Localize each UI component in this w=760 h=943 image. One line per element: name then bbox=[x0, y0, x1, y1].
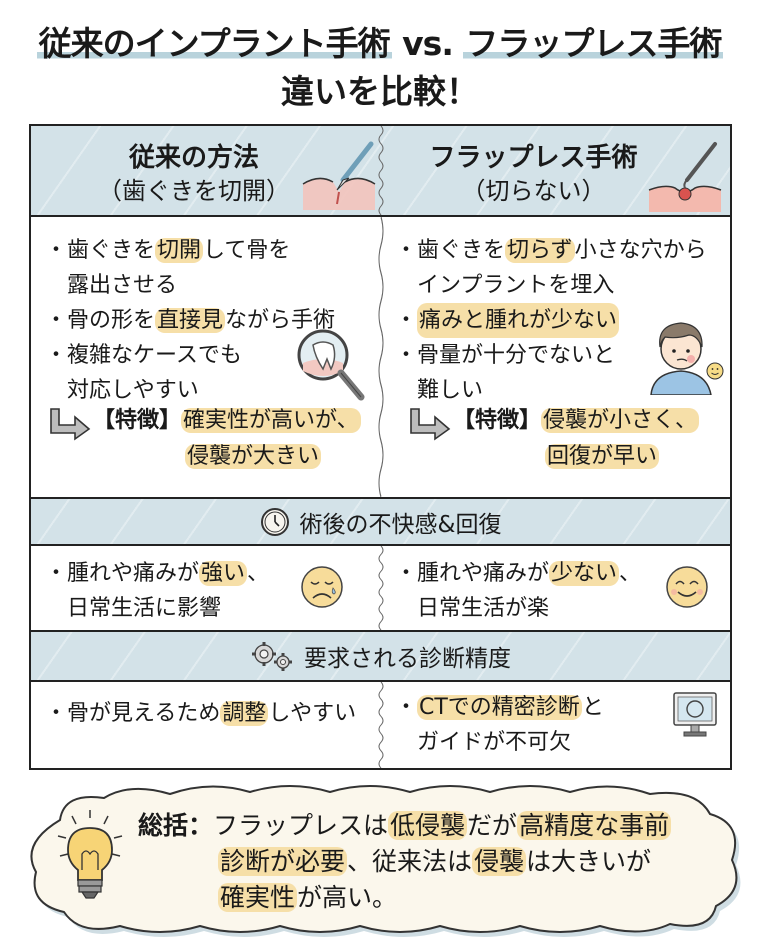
feature-summary: 【特徴】確実性が高いが、 侵襲が大きい bbox=[93, 408, 361, 469]
smile-face-icon bbox=[666, 566, 708, 608]
column-divider bbox=[377, 217, 385, 497]
bullet-item-continuation: 日常生活に影響 bbox=[67, 596, 222, 621]
bullet-item: ・歯ぐきを切開して骨を bbox=[45, 238, 291, 263]
column-divider bbox=[377, 546, 385, 630]
feature-label: 【特徴】 bbox=[93, 408, 182, 433]
smiling-person-icon bbox=[650, 322, 724, 395]
recovery-row: ・腫れや痛みが強い、 日常生活に影響 ・腫れや痛みが少ない、 日常生活が楽 bbox=[31, 546, 730, 632]
gears-icon bbox=[252, 642, 292, 671]
column-header-row: 従来の方法 （歯ぐきを切開） フラップレス手術 （切らない） bbox=[31, 126, 730, 217]
bullet-item-continuation: 難しい bbox=[417, 378, 484, 403]
title-subtitle: 違いを比較！ bbox=[281, 72, 479, 111]
column-subtitle: （切らない） bbox=[461, 177, 606, 205]
section-title: 術後の不快感&回復 bbox=[299, 511, 502, 538]
bullet-item-continuation: 日常生活が楽 bbox=[417, 596, 550, 621]
title-flapless: フラップレス手術 bbox=[463, 24, 724, 63]
bullet-item: ・骨が見えるため調整しやすい bbox=[45, 701, 357, 726]
page-title: 従来のインプラント手術 vs. フラップレス手術 違いを比較！ bbox=[0, 22, 760, 114]
title-conventional: 従来のインプラント手術 bbox=[36, 24, 392, 63]
diagnosis-flapless: ・CTでの精密診断と ガイドが不可欠 bbox=[381, 682, 730, 768]
recovery-conventional: ・腫れや痛みが強い、 日常生活に影響 bbox=[31, 546, 381, 630]
column-title: 従来の方法 bbox=[128, 143, 259, 173]
bullet-item-continuation: インプラントを埋入 bbox=[417, 273, 615, 298]
feature-summary: 【特徴】侵襲が小さく、 回復が早い bbox=[453, 408, 700, 469]
title-vs: vs. bbox=[391, 24, 464, 63]
column-divider bbox=[377, 126, 385, 215]
probe-gum-icon bbox=[648, 142, 722, 212]
comparison-table: 従来の方法 （歯ぐきを切開） フラップレス手術 （切らない） bbox=[29, 124, 732, 770]
monitor-icon bbox=[673, 692, 717, 737]
column-divider bbox=[377, 682, 385, 768]
diagnosis-conventional: ・骨が見えるため調整しやすい bbox=[31, 682, 381, 768]
details-conventional: ・歯ぐきを切開して骨を 露出させる ・骨の形を直接見ながら手術 ・複雑なケースで… bbox=[31, 217, 381, 497]
bullet-list: ・歯ぐきを切開して骨を 露出させる ・骨の形を直接見ながら手術 ・複雑なケースで… bbox=[45, 233, 335, 408]
bullet-item: ・複雑なケースでも bbox=[45, 343, 242, 368]
details-flapless: ・歯ぐきを切らず小さな穴から インプラントを埋入 ・痛みと腫れが少ない ・骨量が… bbox=[381, 217, 730, 497]
clock-icon bbox=[260, 507, 289, 536]
bullet-item-continuation: ガイドが不可欠 bbox=[417, 730, 572, 755]
diagnosis-row: ・骨が見えるため調整しやすい ・CTでの精密診断と ガイドが不可欠 bbox=[31, 682, 730, 768]
summary-box: 総括：フラップレスは低侵襲だが高精度な事前 診断が必要、従来法は侵襲は大きいが … bbox=[20, 780, 748, 940]
arrow-icon bbox=[410, 408, 451, 441]
bullet-item: ・腫れや痛みが少ない、 bbox=[395, 561, 642, 586]
column-header-conventional: 従来の方法 （歯ぐきを切開） bbox=[31, 126, 381, 215]
sad-face-icon bbox=[301, 566, 343, 608]
section-title: 要求される診断精度 bbox=[304, 646, 511, 672]
bullet-item: ・骨量が十分でないと bbox=[395, 343, 616, 368]
lightbulb-icon bbox=[57, 810, 123, 899]
bullet-item: ・痛みと腫れが少ない bbox=[395, 303, 707, 338]
arrow-icon bbox=[50, 408, 91, 441]
bullet-list: ・歯ぐきを切らず小さな穴から インプラントを埋入 ・痛みと腫れが少ない ・骨量が… bbox=[395, 233, 707, 408]
section-header-diagnosis: 要求される診断精度 bbox=[31, 632, 730, 682]
column-header-flapless: フラップレス手術 （切らない） bbox=[381, 126, 730, 215]
details-row: ・歯ぐきを切開して骨を 露出させる ・骨の形を直接見ながら手術 ・複雑なケースで… bbox=[31, 217, 730, 499]
bullet-item-continuation: 露出させる bbox=[67, 273, 178, 298]
summary-text: 総括：フラップレスは低侵襲だが高精度な事前 診断が必要、従来法は侵襲は大きいが … bbox=[138, 811, 672, 912]
summary-label: 総括： bbox=[138, 811, 214, 840]
bullet-item: ・歯ぐきを切らず小さな穴から bbox=[395, 238, 707, 263]
bullet-item-continuation: 対応しやすい bbox=[67, 378, 199, 403]
column-subtitle: （歯ぐきを切開） bbox=[98, 177, 290, 205]
column-title: フラップレス手術 bbox=[429, 143, 638, 173]
bullet-item: ・骨の形を直接見ながら手術 bbox=[45, 308, 336, 333]
feature-label: 【特徴】 bbox=[453, 408, 542, 433]
magnifier-tooth-icon bbox=[297, 329, 365, 401]
bullet-item: ・CTでの精密診断と bbox=[395, 695, 604, 720]
section-header-recovery: 術後の不快感&回復 bbox=[31, 499, 730, 546]
scalpel-gum-icon bbox=[302, 141, 376, 210]
bullet-item: ・腫れや痛みが強い、 bbox=[45, 561, 270, 586]
recovery-flapless: ・腫れや痛みが少ない、 日常生活が楽 bbox=[381, 546, 730, 630]
